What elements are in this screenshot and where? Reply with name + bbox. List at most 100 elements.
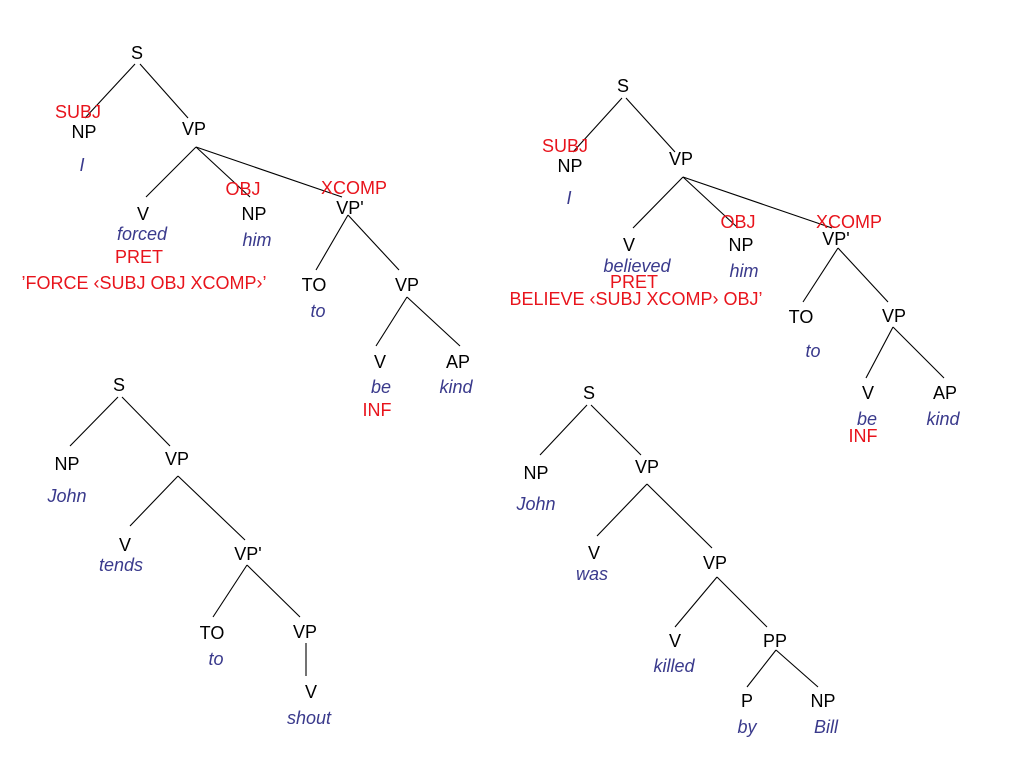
word-to: to <box>805 341 821 361</box>
branch <box>682 176 739 229</box>
node-vp2: VP <box>292 622 318 642</box>
word-killed: killed <box>653 656 695 676</box>
feature-inf: INF <box>362 400 392 420</box>
node-vp2: VP <box>702 553 728 573</box>
branch <box>375 296 408 347</box>
branch <box>625 97 676 153</box>
branch <box>802 247 839 303</box>
branch <box>590 404 642 456</box>
branch <box>195 146 343 198</box>
node-v: V <box>136 204 150 224</box>
branch <box>177 475 246 541</box>
node-s: S <box>112 375 126 395</box>
node-s: S <box>616 76 630 96</box>
node-np: NP <box>54 454 80 474</box>
branch <box>539 404 588 456</box>
node-v: V <box>587 543 601 563</box>
node-v: V <box>622 235 636 255</box>
branch <box>837 247 889 303</box>
branch <box>406 296 461 347</box>
word-john: John <box>516 494 556 514</box>
branch <box>84 63 136 119</box>
word-bill: Bill <box>813 717 839 737</box>
branch <box>572 97 623 153</box>
branch <box>139 63 189 119</box>
node-ap: AP <box>445 352 471 372</box>
branch <box>129 475 179 527</box>
word-kind: kind <box>926 409 960 429</box>
word-believed: believed <box>603 256 671 276</box>
node-vp: VP <box>668 149 694 169</box>
word-was: was <box>575 564 609 584</box>
feature-obj: OBJ <box>720 212 756 232</box>
word-shout: shout <box>286 708 332 728</box>
word-tends: tends <box>98 555 144 575</box>
node-to: TO <box>301 275 327 295</box>
feature-subj: SUBJ <box>54 102 102 122</box>
branch <box>212 564 248 618</box>
feature-inf: INF <box>848 426 878 446</box>
node-v2: V <box>668 631 682 651</box>
feature-xcomp: XCOMP <box>815 212 883 232</box>
branch <box>682 176 833 229</box>
node-to: TO <box>199 623 225 643</box>
node-vpbar: VP' <box>822 229 850 249</box>
node-ap: AP <box>932 383 958 403</box>
node-vp: VP <box>634 457 660 477</box>
node-vpbar: VP' <box>336 198 364 218</box>
branch <box>347 214 400 271</box>
branch <box>246 564 301 618</box>
branch <box>775 649 819 688</box>
word-by: by <box>737 717 757 737</box>
node-s: S <box>582 383 596 403</box>
node-s: S <box>130 43 144 63</box>
branch <box>632 176 684 229</box>
word-i: I <box>566 188 572 208</box>
feature-xcomp: XCOMP <box>320 178 388 198</box>
node-np: NP <box>523 463 549 483</box>
node-v2: V <box>861 383 875 403</box>
node-v2: V <box>304 682 318 702</box>
word-to: to <box>310 301 326 321</box>
node-v2: V <box>373 352 387 372</box>
word-him: him <box>242 230 272 250</box>
word-him: him <box>729 261 759 281</box>
node-np-subj: NP <box>557 156 583 176</box>
branch <box>746 649 777 688</box>
node-np-obj: NP <box>241 204 267 224</box>
node-vp: VP <box>181 119 207 139</box>
node-v: V <box>118 535 132 555</box>
node-vpbar: VP' <box>234 544 262 564</box>
branch <box>674 576 718 628</box>
word-john: John <box>47 486 87 506</box>
feature-subj: SUBJ <box>541 136 589 156</box>
branch <box>69 396 119 447</box>
node-np2: NP <box>810 691 836 711</box>
branch <box>646 483 713 549</box>
node-vp: VP <box>164 449 190 469</box>
node-to: TO <box>788 307 814 327</box>
word-i: I <box>79 155 85 175</box>
feature-pret: PRET <box>609 272 659 292</box>
word-be: be <box>856 409 878 429</box>
branch <box>892 326 945 379</box>
branch <box>865 326 894 379</box>
branch <box>145 146 197 198</box>
node-p: P <box>740 691 754 711</box>
feature-pret: PRET <box>114 247 164 267</box>
branch <box>195 146 251 198</box>
branch <box>121 396 171 447</box>
branch <box>315 214 349 271</box>
feature-force-pred: ’FORCE ‹SUBJ OBJ XCOMP›’ <box>21 273 267 293</box>
node-np-obj: NP <box>728 235 754 255</box>
feature-obj: OBJ <box>225 179 261 199</box>
node-pp: PP <box>762 631 788 651</box>
word-be: be <box>370 377 392 397</box>
word-kind: kind <box>439 377 473 397</box>
word-to: to <box>208 649 224 669</box>
node-vp2: VP <box>394 275 420 295</box>
node-vp2: VP <box>881 306 907 326</box>
branch <box>716 576 768 628</box>
